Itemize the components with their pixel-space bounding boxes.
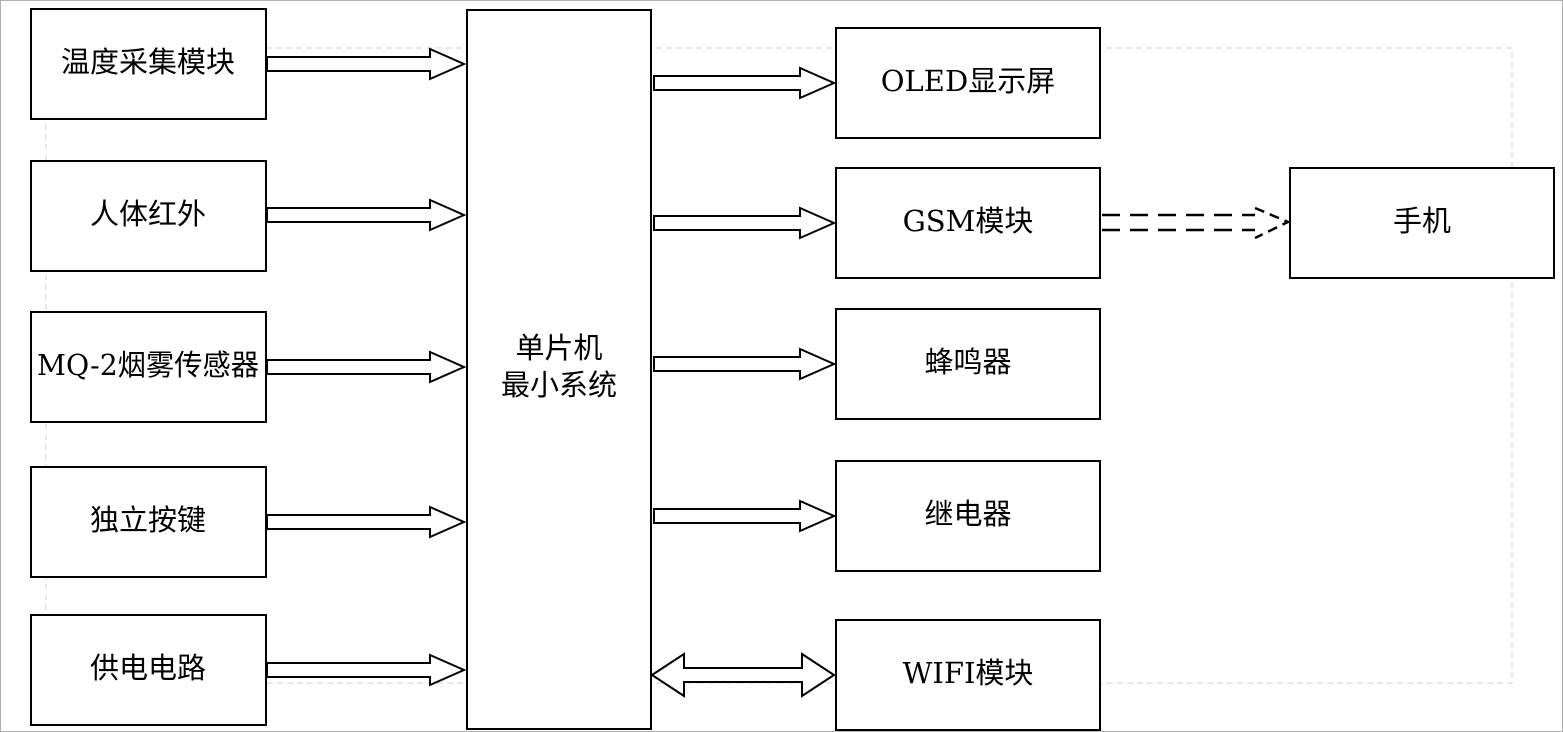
arrow-mcu-to-relay [653,499,837,533]
input-label-power: 供电电路 [90,651,206,685]
arrow-mcu-to-gsm [653,206,837,240]
arrow-temp-to-mcu [266,47,467,81]
input-block-pir: 人体红外 [30,160,267,272]
arrow-mcu-wifi-bidirectional [650,652,836,698]
output-label-gsm: GSM模块 [903,204,1034,238]
input-block-keys: 独立按键 [30,466,267,578]
arrow-gsm-to-phone-dashed [1102,206,1292,240]
arrow-pir-to-mcu [266,198,467,232]
mcu-block: 单片机 最小系统 [466,9,652,730]
input-label-smoke: MQ-2烟雾传感器 [37,348,259,382]
output-label-wifi: WIFI模块 [903,656,1034,690]
arrow-keys-to-mcu [266,505,467,539]
input-block-temperature: 温度采集模块 [30,8,267,120]
input-label-keys: 独立按键 [90,503,206,537]
output-block-oled: OLED显示屏 [835,27,1101,139]
input-label-temperature: 温度采集模块 [61,45,235,79]
input-block-smoke: MQ-2烟雾传感器 [30,311,267,423]
output-block-gsm: GSM模块 [835,167,1101,279]
input-block-power: 供电电路 [30,614,267,726]
arrow-smoke-to-mcu [266,350,467,384]
output-label-relay: 继电器 [924,497,1011,531]
mcu-label-line2: 最小系统 [501,368,617,402]
mcu-label-line1: 单片机 [515,331,602,365]
arrow-mcu-to-buzzer [653,347,837,381]
arrow-power-to-mcu [266,653,467,687]
output-label-buzzer: 蜂鸣器 [924,345,1011,379]
output-block-relay: 继电器 [835,460,1101,572]
output-label-oled: OLED显示屏 [881,64,1055,98]
arrow-mcu-to-oled [653,66,837,100]
phone-label: 手机 [1393,204,1451,238]
output-block-buzzer: 蜂鸣器 [835,308,1101,420]
input-label-pir: 人体红外 [90,197,206,231]
output-block-wifi: WIFI模块 [835,619,1101,731]
phone-block: 手机 [1289,167,1555,279]
